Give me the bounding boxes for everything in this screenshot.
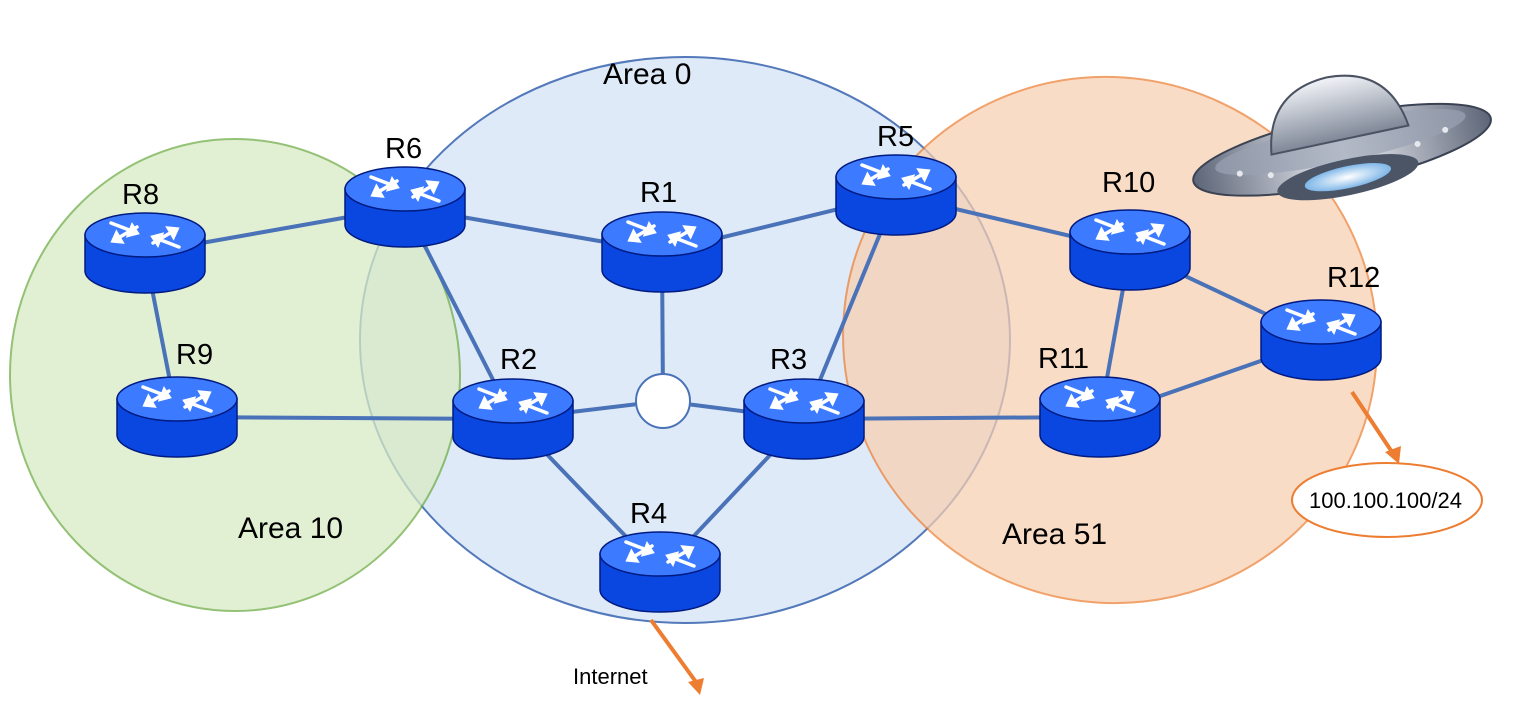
router-arrows-icon [768,387,840,415]
area-0-label: Area 0 [603,58,691,91]
router-label-r5: R5 [877,121,914,153]
router-r1[interactable] [601,211,723,293]
router-arrows-icon [1094,218,1166,246]
router-label-r8: R8 [122,179,159,211]
router-label-r12: R12 [1327,262,1380,294]
router-top [344,166,466,212]
router-label-r6: R6 [385,133,422,165]
router-r6[interactable] [344,166,466,248]
router-label-r11: R11 [1038,343,1089,375]
network-segment-hub [635,373,691,429]
router-label-r9: R9 [176,339,213,371]
prefix-arrow-line [1350,390,1394,454]
prefix-bubble [1291,462,1483,538]
router-r3[interactable] [743,378,865,460]
router-r9[interactable] [116,376,238,458]
area-51-label: Area 51 [1002,518,1107,551]
areas [9,56,1378,624]
router-top [116,376,238,422]
router-top [743,378,865,424]
router-r5[interactable] [835,154,957,236]
router-arrows-icon [1285,308,1357,336]
router-r11[interactable] [1039,376,1161,458]
router-arrows-icon [624,540,696,568]
router-label-r4: R4 [630,498,667,530]
router-arrows-icon [477,387,549,415]
router-arrows-icon [141,385,213,413]
router-top [835,154,957,200]
area-10-label: Area 10 [238,512,343,545]
router-r4[interactable] [599,531,721,613]
router-r10[interactable] [1069,209,1191,291]
router-arrows-icon [369,175,441,203]
router-top [1260,299,1382,345]
router-r8[interactable] [84,212,206,294]
router-label-r1: R1 [640,177,677,209]
ufo-icon [1192,74,1492,201]
router-top [1069,209,1191,255]
external-connections [649,390,1483,695]
internet-arrow-head [688,678,704,695]
router-top [1039,376,1161,422]
router-label-r2: R2 [500,344,537,376]
router-label-r3: R3 [770,344,807,376]
router-top [601,211,723,257]
router-r2[interactable] [452,378,574,460]
prefix-label: 100.100.100/24 [1309,488,1462,513]
internet-label: Internet [573,664,648,689]
router-top [84,212,206,258]
router-arrows-icon [626,220,698,248]
router-top [452,378,574,424]
router-label-r10: R10 [1102,167,1155,199]
router-r12[interactable] [1260,299,1382,381]
router-arrows-icon [109,221,181,249]
router-arrows-icon [860,163,932,191]
prefix-arrow-head [1385,446,1401,464]
router-top [599,531,721,577]
router-arrows-icon [1064,385,1136,413]
internet-arrow-line [649,618,698,684]
